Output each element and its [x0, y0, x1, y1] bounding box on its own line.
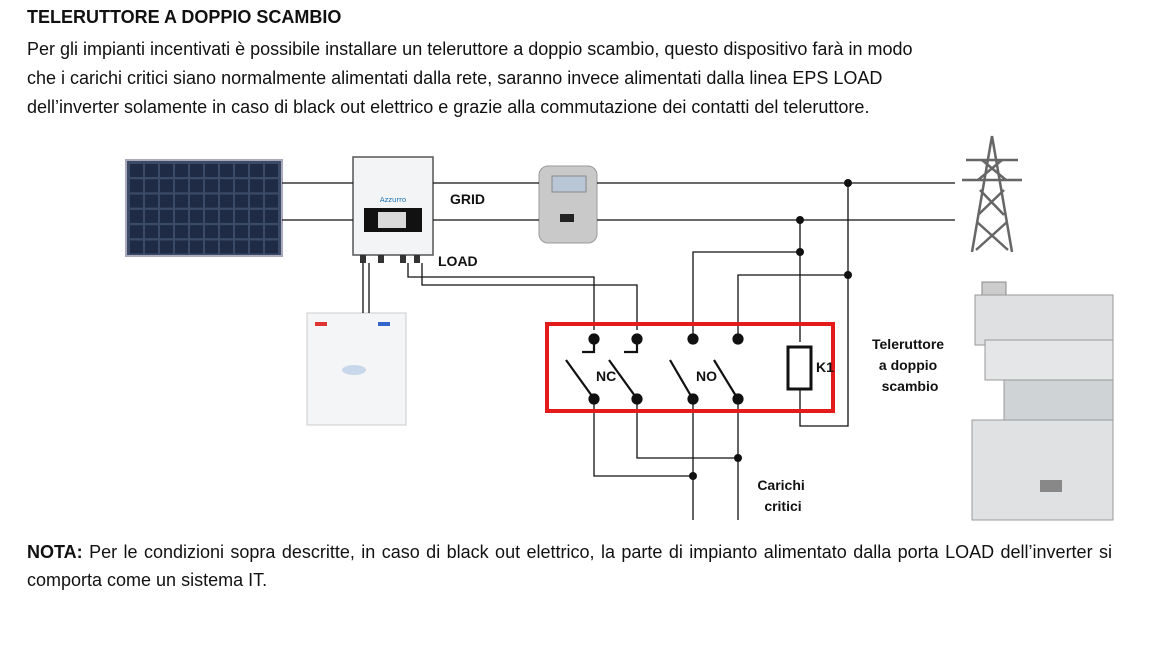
contactor-device-icon [971, 281, 1114, 521]
solar-cell [220, 179, 233, 193]
nc-label: NC [596, 368, 616, 384]
solar-cell [130, 164, 143, 177]
solar-cell [250, 194, 263, 208]
note-text: Per le condizioni sopra descritte, in ca… [27, 542, 1112, 590]
solar-cell [175, 164, 188, 177]
svg-text:Azzurro: Azzurro [380, 196, 406, 204]
load-label: LOAD [438, 253, 478, 269]
solar-cell [220, 164, 233, 177]
solar-cell [265, 225, 278, 239]
solar-cell [235, 225, 248, 239]
solar-cell [235, 209, 248, 223]
solar-cell [250, 225, 263, 239]
carichi-line: critici [764, 498, 801, 514]
solar-cell [160, 164, 173, 177]
solar-cell [145, 194, 158, 208]
teleruttore-line: scambio [882, 378, 939, 394]
solar-cell [130, 240, 143, 254]
solar-cell [175, 179, 188, 193]
solar-cell [205, 179, 218, 193]
solar-cell [265, 179, 278, 193]
solar-cell [220, 194, 233, 208]
solar-cell [265, 164, 278, 177]
intro-line: che i carichi critici siano normalmente … [27, 68, 883, 88]
junction-dots [689, 179, 852, 480]
solar-cell [130, 179, 143, 193]
solar-cell [130, 194, 143, 208]
battery-icon [306, 312, 407, 426]
solar-cell [175, 209, 188, 223]
solar-cell [190, 209, 203, 223]
solar-cell [235, 194, 248, 208]
solar-cell [130, 209, 143, 223]
solar-cell [250, 164, 263, 177]
solar-cell [235, 179, 248, 193]
solar-cell [130, 225, 143, 239]
note-label: NOTA: [27, 542, 83, 562]
solar-cell [265, 194, 278, 208]
teleruttore-line: Teleruttore [872, 336, 944, 352]
no-label: NO [696, 368, 717, 384]
solar-cell [190, 225, 203, 239]
note-paragraph: NOTA: Per le condizioni sopra descritte,… [27, 538, 1112, 594]
solar-cell [145, 240, 158, 254]
solar-cell [250, 209, 263, 223]
solar-cell [160, 194, 173, 208]
solar-cell [220, 209, 233, 223]
solar-cell [175, 225, 188, 239]
wires [282, 182, 955, 520]
solar-cell [205, 225, 218, 239]
carichi-line: Carichi [757, 477, 804, 493]
energy-meter-icon [538, 165, 598, 244]
solar-cell [160, 179, 173, 193]
solar-cell [235, 164, 248, 177]
contactor-highlight-box [545, 322, 835, 413]
solar-cell [160, 209, 173, 223]
solar-cell [250, 179, 263, 193]
solar-cell [145, 209, 158, 223]
solar-panel-icon [125, 159, 283, 257]
solar-cell [160, 240, 173, 254]
power-pylon-icon [962, 135, 1022, 253]
solar-cell [205, 240, 218, 254]
solar-cell [145, 179, 158, 193]
solar-cell [145, 225, 158, 239]
solar-cell [190, 179, 203, 193]
solar-cell [190, 194, 203, 208]
page-title: TELERUTTORE A DOPPIO SCAMBIO [27, 7, 342, 27]
inverter-icon: Azzurro [352, 156, 434, 263]
solar-cell [175, 240, 188, 254]
relay-coil [786, 345, 813, 391]
solar-cell [220, 225, 233, 239]
teleruttore-line: a doppio [879, 357, 937, 373]
solar-cell [190, 240, 203, 254]
solar-cell [205, 209, 218, 223]
intro-line: Per gli impianti incentivati è possibile… [27, 39, 913, 59]
carichi-label: Carichi critici [757, 477, 808, 514]
solar-cell [175, 194, 188, 208]
solar-cell [235, 240, 248, 254]
intro-line: dell’inverter solamente in caso di black… [27, 97, 870, 117]
grid-label: GRID [450, 191, 485, 207]
coil-label: K1 [816, 359, 834, 375]
teleruttore-label: Teleruttore a doppio scambio [872, 336, 948, 394]
solar-cell [145, 164, 158, 177]
solar-cell [250, 240, 263, 254]
intro-paragraph: Per gli impianti incentivati è possibile… [27, 35, 1137, 122]
solar-cell [265, 240, 278, 254]
solar-cell [190, 164, 203, 177]
solar-cell [265, 209, 278, 223]
solar-cell [220, 240, 233, 254]
switch-contacts [565, 333, 744, 405]
solar-cell [205, 194, 218, 208]
solar-cell [160, 225, 173, 239]
solar-cell [205, 164, 218, 177]
